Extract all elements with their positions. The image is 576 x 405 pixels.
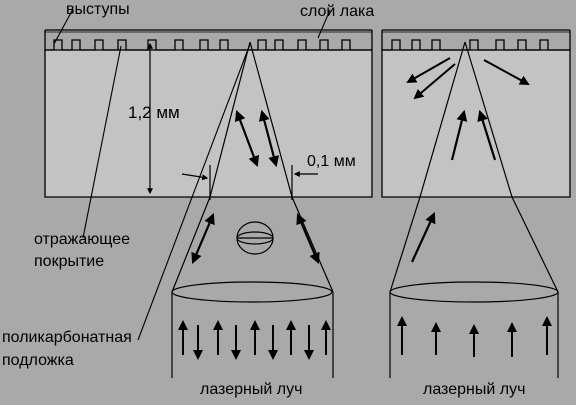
thickness-label: 1,2 мм (128, 103, 180, 122)
left-incident-arrows (178, 320, 331, 360)
right-scatter-arrows (406, 57, 530, 100)
left-disc-pits (44, 29, 373, 51)
spot-dimension (181, 165, 318, 200)
left-reflected-arrows (234, 109, 280, 168)
left-beam-ellipse (171, 281, 333, 303)
right-laser-beam (389, 41, 559, 378)
left-disc-body (44, 49, 373, 198)
right-beam-ellipse (389, 281, 559, 303)
bumps-label: выступы (66, 1, 130, 18)
lens-icon (236, 221, 274, 255)
reflective-label-2: покрытие (34, 253, 104, 270)
right-disc (381, 29, 571, 198)
laser-label-left: лазерный луч (200, 381, 302, 398)
laser-label-right: лазерный луч (423, 381, 525, 398)
right-disc-pits (381, 29, 571, 51)
right-bottom-arrows (397, 316, 552, 357)
reflective-label-1: отражающее (34, 231, 130, 248)
leader-lines (53, 8, 331, 341)
left-disc (44, 29, 373, 198)
right-incident-arrows-disc (450, 109, 497, 161)
substrate-label-1: поликарбонатная (2, 329, 132, 346)
left-beam-side-arrows (191, 212, 320, 265)
spot-label: 0,1 мм (307, 153, 356, 170)
lacquer-label: слой лака (300, 3, 374, 20)
right-disc-body (381, 49, 571, 198)
right-beam-arrow (411, 212, 436, 263)
substrate-label-2: подложка (2, 352, 74, 369)
